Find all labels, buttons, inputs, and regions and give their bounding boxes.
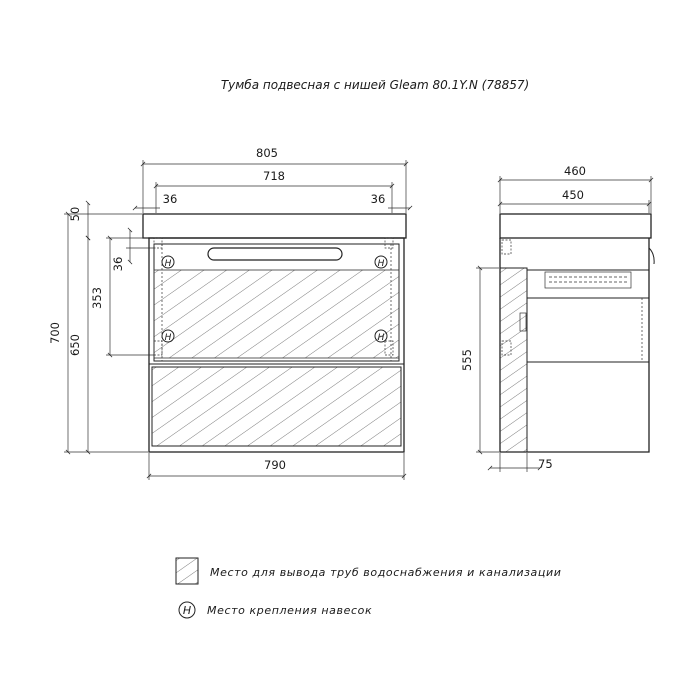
cabinet-body-outline xyxy=(148,237,405,453)
side-pipe-zone xyxy=(499,267,528,453)
handle-outline xyxy=(207,247,343,261)
dim-mount-height: 353 xyxy=(90,235,154,358)
dim-460-label: 460 xyxy=(564,164,586,178)
pipe-zone-upper xyxy=(153,269,400,359)
dim-36-right-label: 36 xyxy=(371,192,386,206)
dim-450-label: 450 xyxy=(562,188,584,202)
dim-36-vert-label: 36 xyxy=(111,257,125,272)
dim-mount-offset: 36 xyxy=(111,227,154,272)
legend-item-pipes: Место для вывода труб водоснабжения и ка… xyxy=(175,557,561,585)
drawer-lower xyxy=(151,366,402,447)
mount-bracket-left xyxy=(153,340,163,356)
side-bracket-bottom xyxy=(501,340,512,356)
svg-text:H: H xyxy=(165,259,172,269)
countertop-outline xyxy=(142,213,407,239)
dim-niche-depth: 75 xyxy=(487,453,553,472)
svg-text:H: H xyxy=(378,259,385,269)
svg-text:H: H xyxy=(183,604,191,617)
dim-555-label: 555 xyxy=(460,349,474,371)
dim-body-depth: 450 xyxy=(497,188,652,213)
front-view: H H H H 805 718 xyxy=(48,146,413,480)
side-drawer-box xyxy=(544,271,632,289)
legend-pipes-label: Место для вывода труб водоснабжения и ка… xyxy=(210,566,561,579)
svg-text:H: H xyxy=(378,333,385,343)
legend-item-mount: H Место крепления навесок xyxy=(178,601,372,619)
dim-353-label: 353 xyxy=(90,287,104,309)
dim-body-height: 650 xyxy=(68,235,91,455)
mount-bracket-top-left xyxy=(153,237,163,249)
mount-bracket-right xyxy=(384,340,394,356)
dim-total-height: 700 xyxy=(48,211,148,455)
dim-top-thickness: 50 xyxy=(68,200,142,241)
legend-hatch-swatch xyxy=(175,557,199,585)
dim-75-label: 75 xyxy=(538,457,553,471)
dim-bottom-width: 790 xyxy=(146,453,407,480)
dim-right-offset: 36 xyxy=(371,192,413,211)
mount-symbol-bottom-right: H xyxy=(374,329,388,343)
legend: Место для вывода труб водоснабжения и ка… xyxy=(175,557,561,619)
side-countertop xyxy=(499,213,652,239)
legend-mount-icon xyxy=(178,601,196,619)
dim-36-left-label: 36 xyxy=(163,192,178,206)
dim-total-width: 805 xyxy=(140,146,409,213)
mount-bracket-top-right xyxy=(384,237,394,249)
side-view: 460 450 555 75 xyxy=(460,164,655,472)
dim-niche-height: 555 xyxy=(460,265,499,455)
dim-700-label: 700 xyxy=(48,322,62,344)
dim-left-offset: 36 xyxy=(132,192,178,211)
dim-718-label: 718 xyxy=(263,169,285,183)
dim-inner-width: 718 xyxy=(153,169,395,213)
side-handle-curve xyxy=(648,247,655,265)
legend-mount-label: Место крепления навесок xyxy=(207,604,372,617)
mount-symbol-bottom-left: H xyxy=(161,329,175,343)
side-handle-mark xyxy=(519,312,527,332)
dim-total-depth: 460 xyxy=(497,164,654,213)
svg-text:H: H xyxy=(165,333,172,343)
drawing-title: Тумба подвесная с нишей Gleam 80.1Y.N (7… xyxy=(221,78,529,92)
dim-805-label: 805 xyxy=(256,146,278,160)
dim-650-label: 650 xyxy=(68,334,82,356)
dim-790-label: 790 xyxy=(264,458,286,472)
mount-symbol-top-left: H xyxy=(161,255,175,269)
mount-symbol-top-right: H xyxy=(374,255,388,269)
side-bracket-top xyxy=(501,239,512,255)
